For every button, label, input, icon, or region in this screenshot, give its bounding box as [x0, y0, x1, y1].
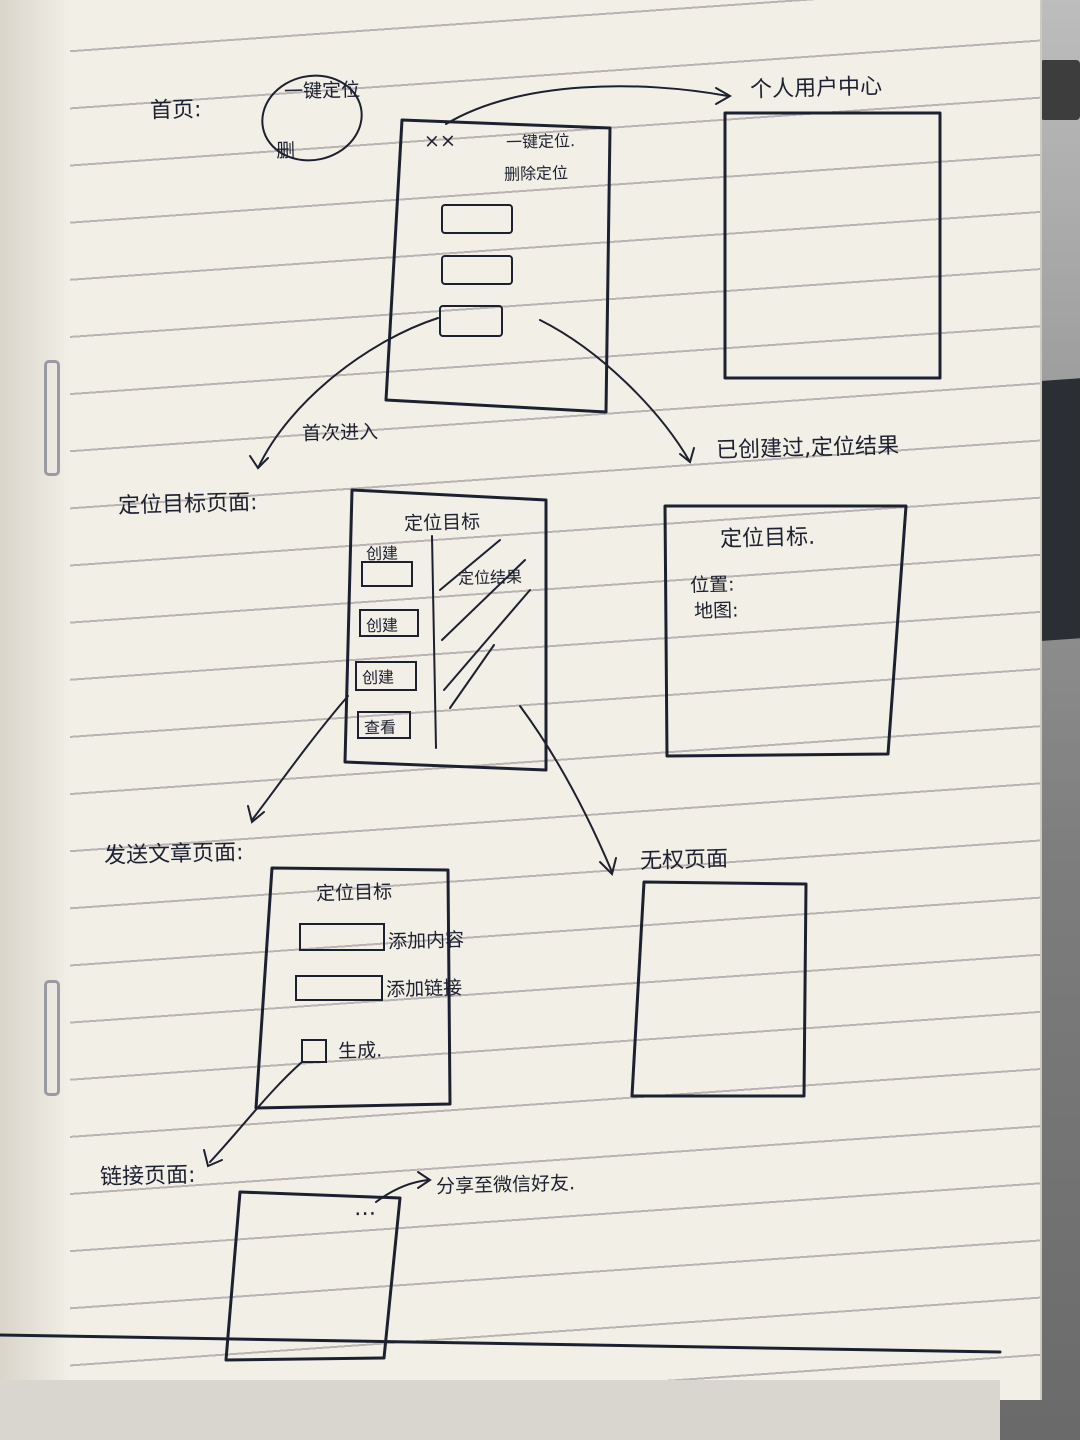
side-button-label: 创建 — [365, 615, 399, 636]
row-label: 添加链接 — [385, 977, 463, 1001]
input-box — [295, 975, 383, 1001]
link-page-label: 链接页面: — [99, 1162, 196, 1191]
oval-annotation — [261, 74, 363, 162]
homepage-note: 一键定位. — [505, 131, 576, 152]
locate-result-screen — [663, 504, 908, 758]
link-screen — [224, 1190, 402, 1362]
locate-result-title: 定位目标. — [719, 524, 816, 553]
arrowhead — [679, 447, 695, 464]
hatch-line — [443, 589, 531, 691]
homepage-note: 删除定位 — [503, 163, 569, 184]
user-center-label: 个人用户中心 — [749, 74, 883, 103]
arrowhead — [715, 87, 733, 105]
hatch-line — [449, 644, 495, 709]
row-label: 添加内容 — [387, 929, 465, 953]
side-button-label: 创建 — [365, 543, 399, 564]
result-label: 定位结果 — [457, 567, 523, 588]
page-edge — [0, 0, 70, 1400]
side-button — [355, 661, 417, 691]
homepage-button — [441, 204, 513, 234]
divider — [431, 535, 437, 749]
arrow-to-user-center — [445, 85, 729, 125]
locate-target-title: 定位目标 — [403, 511, 481, 535]
share-note: 分享至微信好友. — [435, 1172, 576, 1198]
notebook-bottom-edge — [0, 1380, 1000, 1440]
arrowhead — [203, 1149, 223, 1168]
send-article-screen — [254, 866, 452, 1110]
hatch-line — [441, 559, 526, 641]
empty-screen — [630, 880, 808, 1098]
field-map: 地图: — [693, 599, 739, 623]
arrow-located-result — [539, 319, 691, 463]
staple — [44, 980, 60, 1096]
homepage-label: 首页: — [149, 97, 202, 124]
send-article-label: 发送文章页面: — [103, 840, 244, 869]
bottom-rule — [0, 1333, 1002, 1354]
checkbox-label: 生成. — [337, 1039, 383, 1063]
user-center-screen — [723, 111, 942, 380]
arrow-to-send-article — [251, 695, 349, 821]
homepage-button — [441, 255, 513, 285]
send-article-title: 定位目标 — [315, 881, 393, 905]
field-position: 位置: — [689, 573, 735, 597]
arrowhead — [249, 455, 269, 470]
first-entry-label: 首次进入 — [301, 421, 379, 445]
arrowhead — [417, 1171, 432, 1189]
cable-plug — [1040, 60, 1080, 120]
checkbox — [301, 1039, 327, 1063]
arrow-to-link-page — [209, 1061, 303, 1163]
arrow-to-empty-page — [519, 705, 613, 873]
close-corner-icon: ×× — [423, 129, 457, 153]
arrowhead — [599, 857, 617, 876]
locate-target-label: 定位目标页面: — [117, 490, 258, 519]
staple — [44, 360, 60, 476]
side-button — [357, 711, 411, 739]
hatch-line — [439, 539, 501, 591]
arrow-to-share-note — [375, 1179, 429, 1203]
oval-text-top: 一键定位 — [283, 79, 361, 103]
side-button-label: 创建 — [361, 667, 395, 688]
locate-target-screen — [343, 488, 548, 772]
input-box — [299, 923, 385, 951]
oval-text-bottom: 删 — [275, 139, 296, 163]
wireframe-sketch — [0, 74, 1002, 1362]
side-button — [359, 609, 419, 637]
arrowhead — [247, 805, 265, 824]
arrow-first-entry — [257, 317, 439, 469]
located-result-label: 已创建过,定位结果 — [715, 433, 900, 464]
side-button-label: 查看 — [363, 717, 397, 738]
notebook-page: 首页: 一键定位 删 ×× 一键定位. 删除定位 个人用户中心 首次进入 已创建… — [0, 0, 1042, 1400]
side-button — [361, 561, 413, 587]
homepage-screen — [384, 118, 612, 414]
empty-page-label: 无权页面 — [639, 846, 729, 875]
homepage-button — [439, 305, 503, 337]
more-menu-icon: … — [353, 1195, 377, 1222]
